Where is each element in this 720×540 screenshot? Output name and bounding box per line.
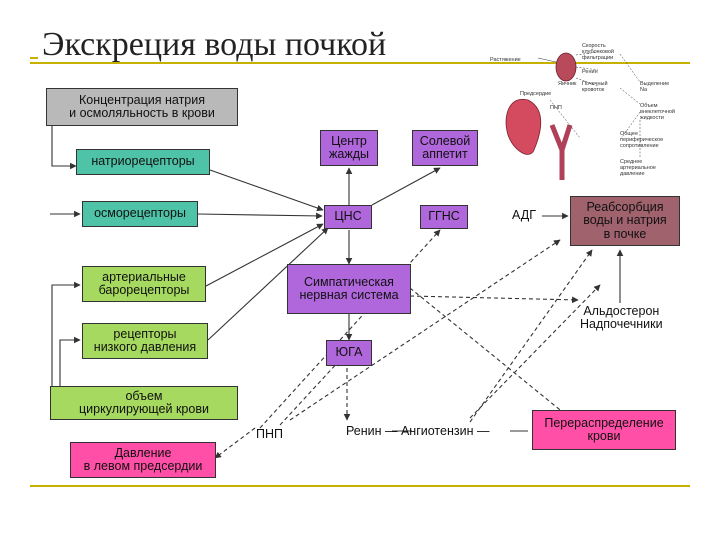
label-renin-angiotensin: Ренин — Ангиотензин — <box>346 424 490 438</box>
arrow-concentration-natrio <box>51 126 77 170</box>
inset-label-pnp: ПНП <box>550 105 562 111</box>
box-osmoreceptors: осморецепторы <box>82 201 198 227</box>
box-circulating-volume: объем циркулирующей крови <box>50 386 238 420</box>
title-left-mark <box>30 57 38 59</box>
label-pnp: ПНП <box>256 427 283 441</box>
arrow-angio-reabs <box>469 249 593 423</box>
box-cns: ЦНС <box>324 205 372 229</box>
inset-label-na-excretion: Выделение Na <box>640 81 670 93</box>
vessel-fork <box>549 124 573 158</box>
inset-label-stretch: Растяжение <box>490 57 521 63</box>
bottom-rule <box>30 485 690 487</box>
inset-label-heart: Предсердие <box>520 91 552 97</box>
arrow-volume-baro <box>51 281 81 390</box>
box-natrioreceptors: натриорецепторы <box>76 149 210 175</box>
arrow-osmo-cns <box>197 212 323 220</box>
box-sympathetic-system: Симпатическая нервная система <box>287 264 411 314</box>
arrow-baro-cns <box>205 223 324 287</box>
box-low-pressure-receptors: рецепторы низкого давления <box>82 323 208 359</box>
inset-label-ecf-volume: Объем внеклеточной жидкости <box>640 103 676 121</box>
arrow-symp-redistribution <box>409 287 571 419</box>
arrow-lowp-cns <box>207 227 329 341</box>
label-aldosterone: Альдостерон Надпочечники <box>580 304 663 332</box>
box-left-atrial-pressure: Давление в левом предсердии <box>70 442 216 478</box>
box-ggns: ГГНС <box>420 205 468 229</box>
box-salt-appetite: Солевой аппетит <box>412 130 478 166</box>
heart-shape <box>505 98 542 155</box>
title-underline <box>30 62 690 64</box>
arrow-natrio-cns <box>209 169 324 212</box>
kidney-shape <box>555 52 577 82</box>
inset-pnp-diagram: Растяжение Яичник Предсердие ПНП Скорост… <box>490 40 680 190</box>
arrow-volume-lowp <box>59 336 81 390</box>
arrow-pnp-ggns <box>259 229 441 429</box>
box-sodium-concentration: Концентрация натрия и осмоляльность в кр… <box>46 88 238 126</box>
arrow-symp-aldo <box>409 295 579 304</box>
inset-label-renin: Ренин <box>582 69 598 75</box>
page-title: Экскреция воды почкой <box>42 26 387 63</box>
inset-label-mean-pressure: Среднее артериальное давление <box>620 159 656 177</box>
box-blood-redistribution: Перераспределение крови <box>532 410 676 450</box>
inset-label-gfr: Скорость клубочковой фильтрации <box>582 43 614 61</box>
arrow-pnp-reabs <box>289 239 561 421</box>
inset-label-renal-flow: Почечный кровоток <box>582 81 608 93</box>
box-thirst-center: Центр жажды <box>320 130 378 166</box>
label-adg: АДГ <box>512 208 536 222</box>
box-reabsorption: Реабсорбция воды и натрия в почке <box>570 196 680 246</box>
box-yuga: ЮГА <box>326 340 372 366</box>
inset-label-peripheral-resistance: Общее периферическое сопротивление <box>620 131 664 149</box>
box-baroreceptors: артериальные барорецепторы <box>82 266 206 302</box>
inset-label-ovary: Яичник <box>558 81 577 87</box>
arrow-pnp-yuga <box>279 359 341 426</box>
arrow-pnp-atrium <box>214 427 256 459</box>
arrow-angio-aldo <box>469 284 601 419</box>
arrow-cns-salt <box>371 167 441 206</box>
inset-graphics <box>505 51 641 180</box>
